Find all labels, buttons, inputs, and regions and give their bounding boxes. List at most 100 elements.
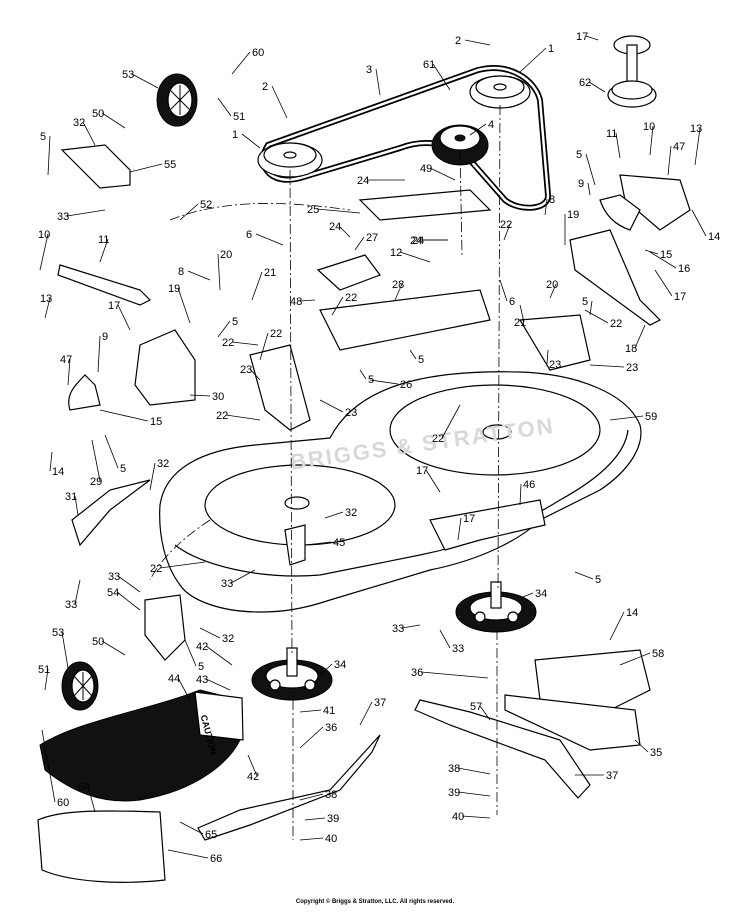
callout-45: 45: [333, 537, 345, 549]
callout-38: 38: [325, 789, 337, 801]
callout-22: 22: [500, 219, 512, 231]
callout-40: 40: [325, 833, 337, 845]
discharge-chute: CAUTION: [39, 689, 244, 802]
callout-13: 13: [690, 123, 702, 135]
callout-leader-line: [67, 358, 71, 386]
callout-leader-line: [217, 97, 232, 117]
wheel-lower: [61, 661, 99, 711]
callout-36: 36: [411, 667, 423, 679]
callout-leader-line: [184, 639, 197, 667]
callout-49: 49: [420, 163, 432, 175]
callout-5: 5: [595, 574, 601, 586]
callout-leader-line: [74, 579, 81, 605]
callout-5: 5: [198, 661, 204, 673]
callout-44: 44: [168, 673, 180, 685]
callout-14: 14: [708, 231, 720, 243]
callout-leader-line: [241, 133, 261, 149]
callout-leader-line: [231, 51, 251, 75]
callout-leader-line: [519, 483, 522, 506]
callout-22: 22: [610, 318, 622, 330]
callout-57: 57: [470, 701, 482, 713]
callout-leader-line: [519, 47, 547, 73]
callout-leader-line: [217, 253, 221, 291]
callout-5: 5: [120, 463, 126, 475]
callout-leader-line: [369, 379, 399, 385]
callout-8: 8: [178, 266, 184, 278]
callout-62: 62: [579, 77, 591, 89]
callout-23: 23: [345, 407, 357, 419]
callout-23: 23: [626, 362, 638, 374]
callout-17: 17: [416, 465, 428, 477]
callout-leader-line: [271, 85, 288, 119]
callout-leader-line: [694, 127, 701, 166]
callout-17: 17: [108, 300, 120, 312]
callout-leader-line: [44, 297, 51, 319]
callout-42: 42: [196, 641, 208, 653]
callout-leader-line: [225, 414, 261, 421]
callout-leader-line: [585, 153, 596, 186]
callout-leader-line: [179, 203, 199, 221]
callout-leader-line: [615, 132, 621, 159]
chute-deflector-cover: [37, 810, 166, 883]
callout-1: 1: [548, 43, 554, 55]
callout-22: 22: [216, 410, 228, 422]
callout-17: 17: [463, 513, 475, 525]
callout-leader-line: [432, 63, 451, 91]
callout-22: 22: [432, 433, 444, 445]
callout-6: 6: [246, 229, 252, 241]
callout-64: 64: [78, 781, 90, 793]
wheel-upper: [156, 73, 198, 127]
callout-leader-line: [177, 287, 191, 324]
callout-20: 20: [546, 279, 558, 291]
callout-19: 19: [567, 209, 579, 221]
callout-6: 6: [509, 296, 515, 308]
callout-leader-line: [82, 121, 96, 146]
callout-leader-line: [634, 324, 646, 349]
callout-leader-line: [159, 561, 206, 569]
callout-46: 46: [523, 479, 535, 491]
callout-55: 55: [164, 159, 176, 171]
callout-39: 39: [327, 813, 339, 825]
callout-33: 33: [452, 643, 464, 655]
callout-leader-line: [49, 451, 53, 472]
callout-5: 5: [582, 296, 588, 308]
callout-32: 32: [345, 507, 357, 519]
callout-59: 59: [645, 411, 657, 423]
callout-47: 47: [60, 354, 72, 366]
callout-66: 66: [210, 853, 222, 865]
callout-11: 11: [98, 234, 109, 246]
callout-leader-line: [359, 369, 367, 380]
brackets: [57, 144, 691, 751]
callout-leader-line: [249, 368, 261, 381]
callout-leader-line: [255, 233, 284, 246]
callout-leader-line: [230, 569, 256, 584]
mower-deck: BRIGGS & STRATTON: [159, 371, 642, 613]
callout-5: 5: [232, 316, 238, 328]
callout-leader-line: [304, 817, 326, 821]
callout-31: 31: [65, 491, 77, 503]
callout-5: 5: [576, 149, 582, 161]
callout-leader-line: [299, 709, 322, 713]
callout-leader-line: [299, 299, 316, 302]
callout-9: 9: [102, 331, 108, 343]
callout-21: 21: [514, 317, 526, 329]
callout-leader-line: [217, 320, 231, 338]
callout-leader-line: [441, 404, 461, 439]
callout-leader-line: [41, 729, 56, 803]
callout-leader-line: [544, 198, 548, 216]
callout-28: 28: [392, 279, 404, 291]
callout-leader-line: [101, 640, 126, 656]
callout-22: 22: [222, 337, 234, 349]
callout-leader-line: [587, 182, 591, 196]
callout-11: 11: [606, 128, 617, 140]
callout-29: 29: [90, 476, 102, 488]
callout-leader-line: [574, 571, 594, 580]
callout-24: 24: [329, 221, 341, 233]
callout-5: 5: [418, 354, 424, 366]
callout-leader-line: [609, 611, 625, 641]
callout-33: 33: [392, 623, 404, 635]
callout-leader-line: [117, 575, 141, 593]
callout-leader-line: [634, 739, 649, 753]
callout-37: 37: [374, 697, 386, 709]
copyright-notice: Copyright © Briggs & Stratton, LLC. All …: [295, 899, 455, 905]
